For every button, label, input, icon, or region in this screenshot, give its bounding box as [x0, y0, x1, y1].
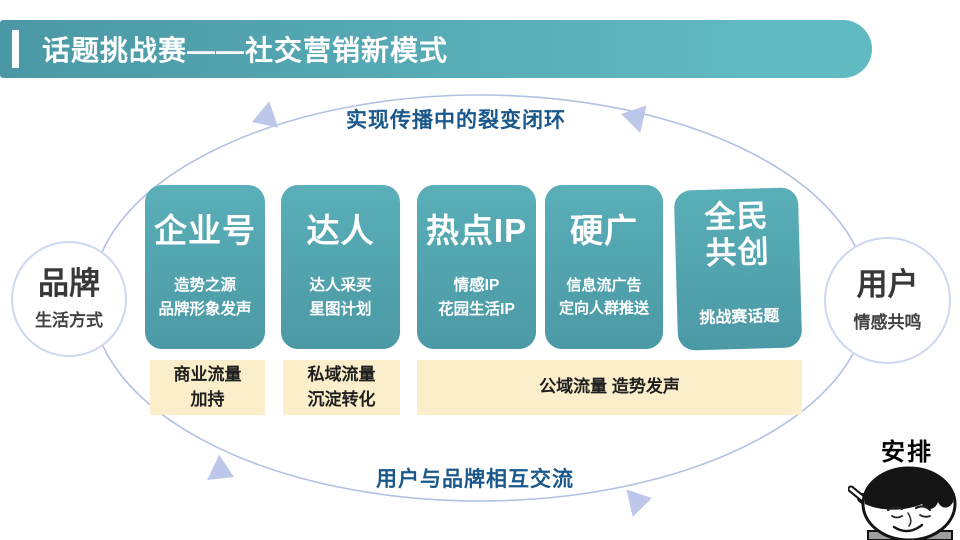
title-accent-bar — [12, 30, 19, 68]
arrow-bottom-right-icon — [626, 489, 652, 517]
loop-bottom-label: 用户与品牌相互交流 — [376, 468, 574, 491]
channel-title: 硬广 — [570, 212, 638, 249]
user-node-subtitle: 情感共鸣 — [853, 312, 922, 332]
traffic-label-private: 私域流量 沉淀转化 — [283, 360, 400, 415]
channel-desc: 情感IP 花园生活IP — [438, 276, 515, 318]
pointing-meme-figure-icon — [848, 466, 957, 540]
loop-top-label: 实现传播中的裂变闭环 — [346, 109, 566, 132]
channel-title: 达人 — [306, 212, 375, 249]
arrow-top-left-icon — [252, 101, 279, 128]
channel-title: 热点IP — [425, 212, 528, 249]
arrow-bottom-left-icon — [207, 454, 234, 480]
channel-card-hard-ads: 硬广 信息流广告 定向人群推送 — [545, 185, 663, 349]
channel-card-hot-ip: 热点IP 情感IP 花园生活IP — [417, 185, 536, 349]
traffic-label-commercial: 商业流量 加持 — [150, 360, 265, 415]
channel-desc: 信息流广告 定向人群推送 — [558, 276, 649, 318]
channel-title: 企业号 — [154, 212, 256, 249]
user-node-title: 用户 — [856, 267, 919, 303]
sticker-caption: 安排 — [881, 439, 933, 466]
brand-node: 品牌 生活方式 — [11, 241, 127, 357]
brand-node-title: 品牌 — [38, 265, 100, 301]
traffic-label-public: 公域流量 造势发声 — [417, 360, 802, 415]
slide-title: 话题挑战赛——社交营销新模式 — [42, 35, 449, 66]
channel-card-influencer: 达人 达人采买 星图计划 — [281, 185, 400, 349]
channel-title: 全民 共创 — [704, 198, 771, 271]
brand-node-subtitle: 生活方式 — [35, 311, 103, 331]
channel-desc: 挑战赛话题 — [699, 308, 780, 328]
channel-card-enterprise-account: 企业号 造势之源 品牌形象发声 — [145, 185, 265, 349]
channel-desc: 达人采买 星图计划 — [309, 276, 372, 318]
channel-card-co-creation: 全民 共创 挑战赛话题 — [673, 187, 803, 351]
title-banner: 话题挑战赛——社交营销新模式 — [0, 20, 872, 78]
channel-desc: 造势之源 品牌形象发声 — [158, 276, 252, 318]
user-node: 用户 情感共鸣 — [824, 237, 951, 364]
arrow-top-right-icon — [621, 105, 647, 133]
